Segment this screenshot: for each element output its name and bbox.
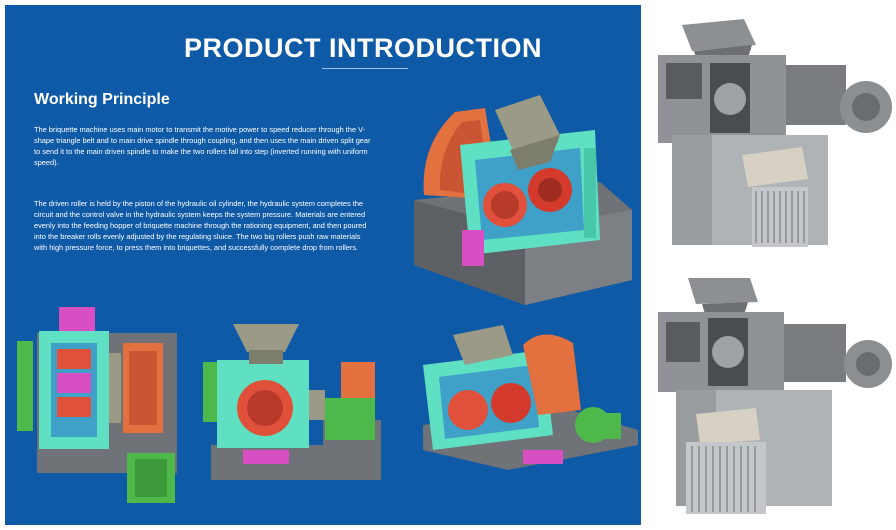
- machine-photo-upper: [658, 19, 892, 247]
- isometric-3d-model-main: [414, 95, 632, 305]
- machine-photo-lower: [658, 278, 892, 514]
- paragraph-hydraulic: The driven roller is held by the piston …: [34, 199, 367, 253]
- title-divider: [322, 68, 408, 69]
- isometric-3d-model-secondary: [423, 325, 638, 470]
- section-heading: Working Principle: [34, 91, 170, 108]
- page-title: PRODUCT INTRODUCTION: [184, 33, 542, 63]
- product-intro-panel: PRODUCT INTRODUCTION Working Principle T…: [5, 5, 641, 525]
- top-view-diagram: [17, 307, 177, 503]
- front-view-diagram: [203, 324, 381, 480]
- paragraph-transmission: The briquette machine uses main motor to…: [34, 125, 371, 168]
